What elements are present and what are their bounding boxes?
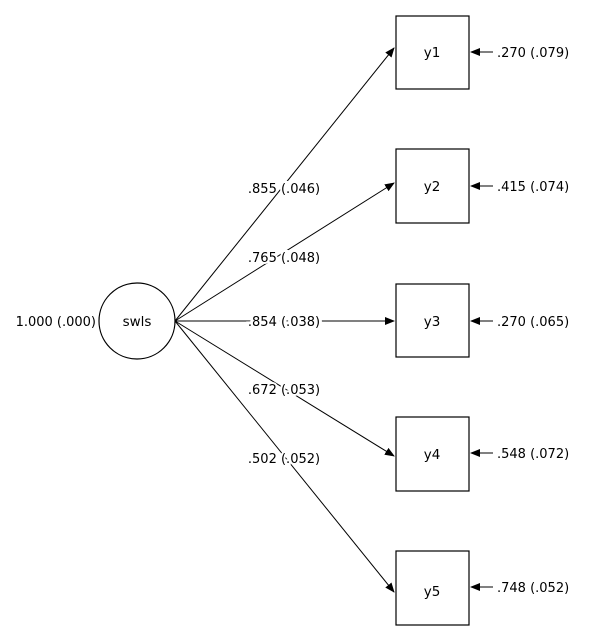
indicator-label-y1: y1 [424, 45, 441, 61]
loading-label-y3: .854 (.038) [248, 315, 320, 330]
loading-label-y2: .765 (.048) [248, 251, 320, 266]
loading-arrow-y1 [174, 47, 395, 322]
latent-label: swls [123, 314, 152, 330]
indicator-box-y2 [395, 148, 470, 224]
indicator-label-y3: y3 [424, 314, 441, 330]
loading-label-y4: .672 (.053) [248, 383, 320, 398]
indicator-label-y5: y5 [424, 584, 441, 600]
loading-label-y1: .855 (.046) [248, 182, 320, 197]
error-label-y1: .270 (.079) [497, 46, 569, 61]
latent-variance-label: 1.000 (.000) [16, 315, 96, 330]
indicator-box-y5 [395, 550, 470, 626]
error-label-y5: .748 (.052) [497, 581, 569, 596]
loading-label-y5: .502 (.052) [248, 452, 320, 467]
loading-arrow-y4 [174, 320, 395, 457]
indicator-box-y1 [395, 15, 470, 90]
error-label-y2: .415 (.074) [497, 180, 569, 195]
loading-arrow-y5 [174, 320, 395, 593]
indicator-label-y4: y4 [424, 447, 441, 463]
error-label-y3: .270 (.065) [497, 315, 569, 330]
indicator-box-y4 [395, 416, 470, 492]
error-label-y4: .548 (.072) [497, 447, 569, 462]
indicator-label-y2: y2 [424, 179, 441, 195]
loading-arrow-y2 [174, 182, 395, 322]
indicator-box-y3 [395, 283, 470, 358]
